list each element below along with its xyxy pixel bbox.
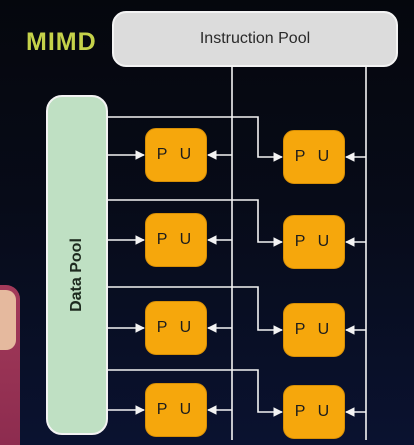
instruction-pool: Instruction Pool xyxy=(112,11,398,67)
processing-unit-8: P U xyxy=(283,385,345,439)
data-route-pu-8 xyxy=(108,369,283,417)
data-route-pu-2 xyxy=(108,116,283,162)
diagram-title: MIMD xyxy=(26,28,97,56)
processing-unit-2: P U xyxy=(283,130,345,184)
processing-unit-5: P U xyxy=(145,301,207,355)
data-pool-label: Data Pool xyxy=(68,238,85,312)
data-pool xyxy=(46,95,108,435)
data-route-pu-6 xyxy=(108,286,283,335)
instruction-pool-label: Instruction Pool xyxy=(199,30,311,47)
processing-unit-6: P U xyxy=(283,303,345,357)
processing-unit-3: P U xyxy=(145,213,207,267)
processing-unit-7: P U xyxy=(145,383,207,437)
presenter-face xyxy=(0,290,16,350)
processing-unit-1: P U xyxy=(145,128,207,182)
data-route-pu-4 xyxy=(108,199,283,247)
processing-unit-4: P U xyxy=(283,215,345,269)
